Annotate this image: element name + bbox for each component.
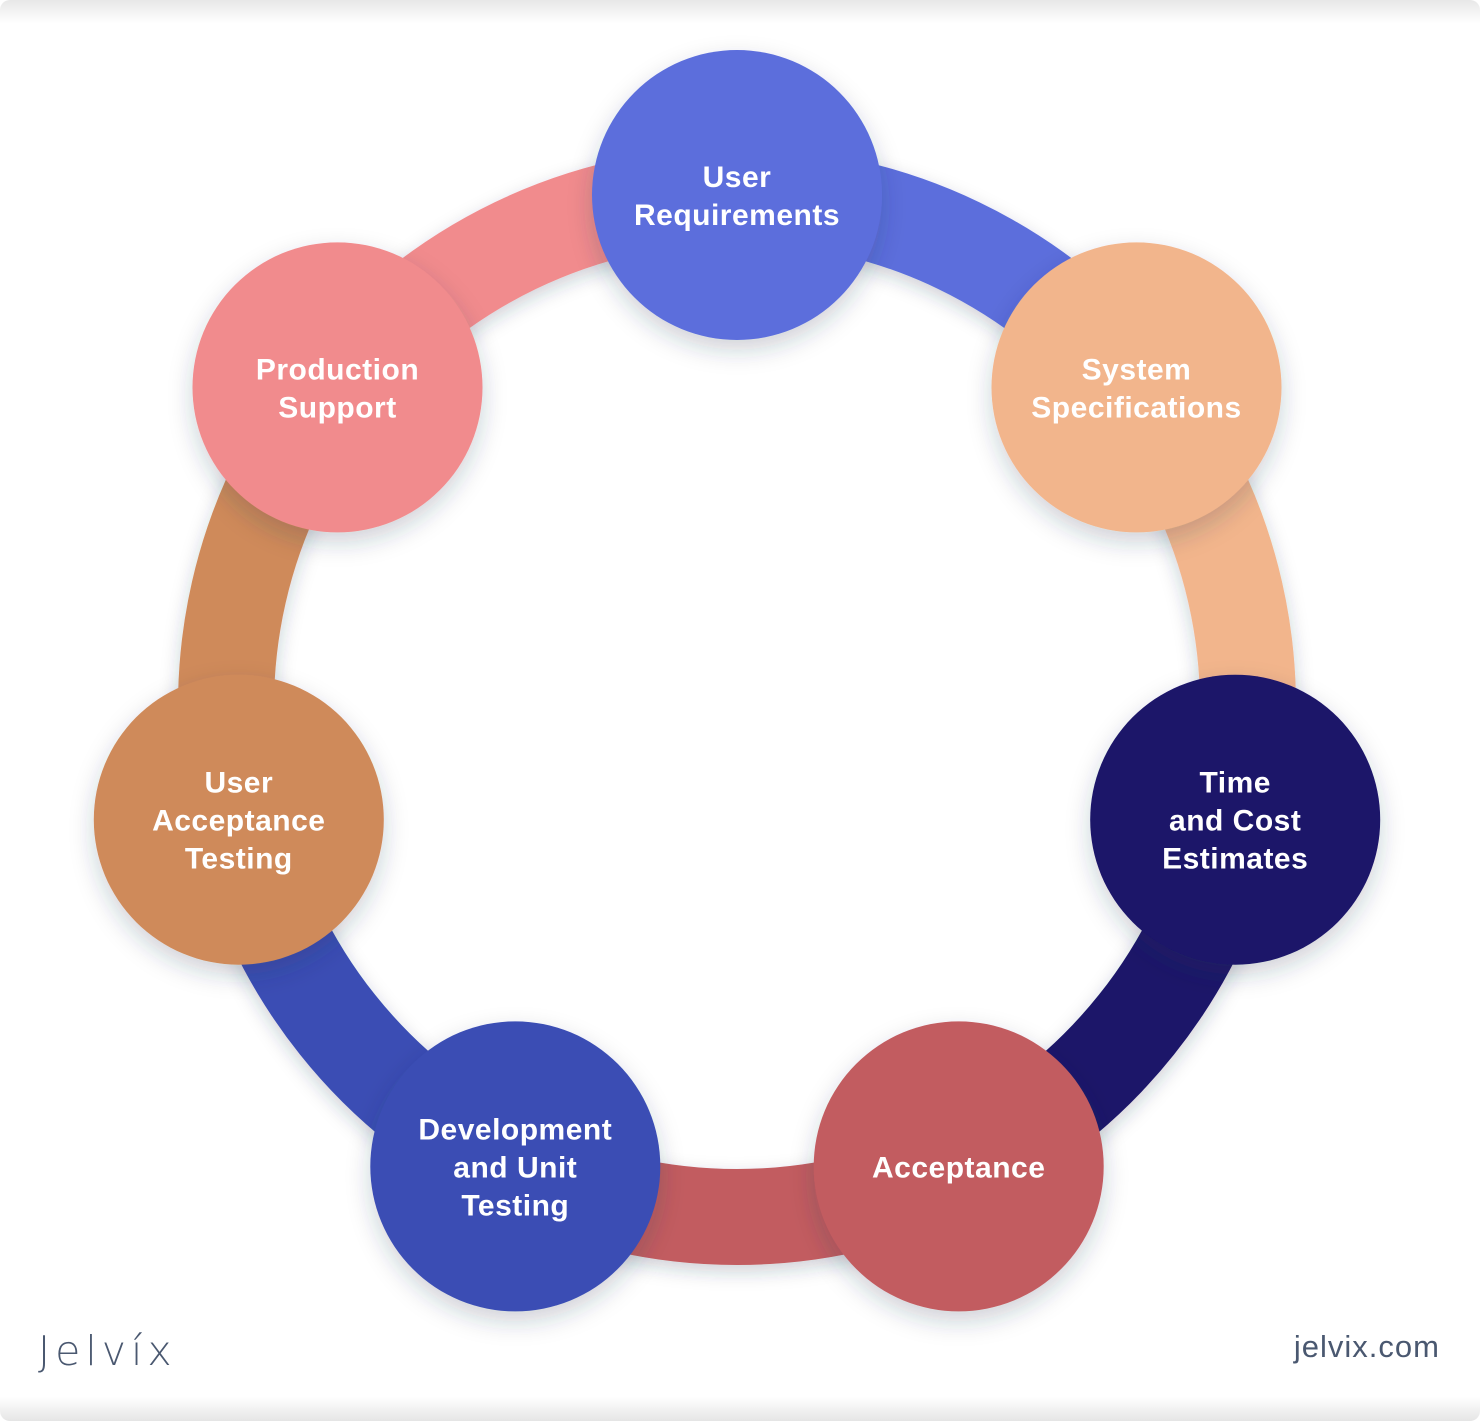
node-production-support — [192, 242, 483, 533]
node-development-and-unit-testing — [370, 1021, 661, 1312]
node-user-acceptance-testing — [93, 674, 384, 965]
jelvix-logo: Jelvíx — [38, 1327, 177, 1375]
node-user-requirements — [592, 50, 882, 340]
website-url: jelvix.com — [1293, 1329, 1440, 1364]
node-acceptance — [813, 1021, 1104, 1312]
node-system-specifications — [991, 242, 1282, 533]
node-acceptance-label: Acceptance — [872, 1151, 1045, 1184]
node-time-and-cost-estimates — [1090, 674, 1381, 965]
